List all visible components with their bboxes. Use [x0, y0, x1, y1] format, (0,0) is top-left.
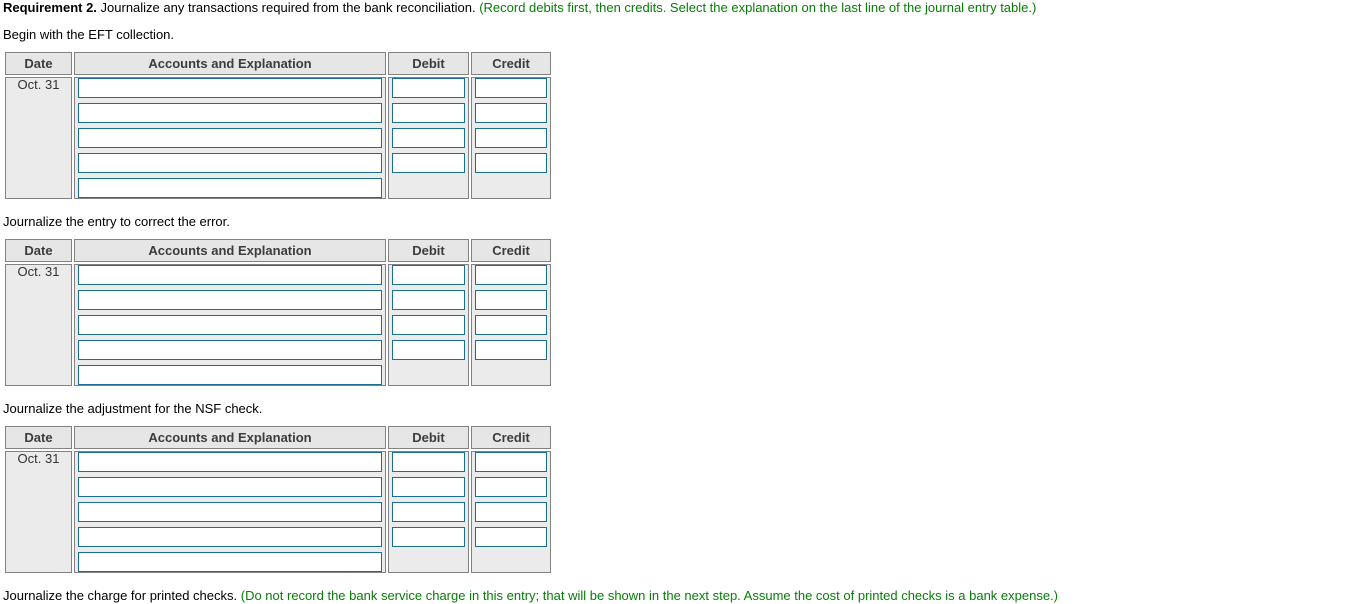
explanation-select[interactable] — [78, 178, 382, 198]
credit-input[interactable] — [475, 78, 547, 98]
debit-input[interactable] — [392, 502, 465, 522]
journal-body-row: Oct. 31 — [5, 264, 551, 386]
explanation-input[interactable] — [78, 103, 382, 123]
debit-input[interactable] — [392, 452, 465, 472]
date-cell: Oct. 31 — [5, 77, 72, 199]
col-header-accounts: Accounts and Explanation — [74, 239, 386, 262]
col-header-date: Date — [5, 52, 72, 75]
requirement-line: Requirement 2. Journalize any transactio… — [3, 1, 1354, 14]
credit-input[interactable] — [475, 103, 547, 123]
explanation-input[interactable] — [78, 265, 382, 285]
requirement-hint: (Record debits first, then credits. Sele… — [479, 0, 1037, 15]
col-header-accounts: Accounts and Explanation — [74, 426, 386, 449]
explanation-select[interactable] — [78, 365, 382, 385]
credit-input[interactable] — [475, 502, 547, 522]
instruction-nsf: Journalize the adjustment for the NSF ch… — [3, 401, 263, 416]
journal-header-row: Date Accounts and Explanation Debit Cred… — [5, 52, 551, 75]
debit-input[interactable] — [392, 477, 465, 497]
credit-input[interactable] — [475, 477, 547, 497]
requirement-text: Journalize any transactions required fro… — [96, 0, 480, 15]
debit-input[interactable] — [392, 315, 465, 335]
explanation-input[interactable] — [78, 452, 382, 472]
explanation-input[interactable] — [78, 502, 382, 522]
date-cell: Oct. 31 — [5, 451, 72, 573]
col-header-credit: Credit — [471, 52, 551, 75]
credit-input[interactable] — [475, 290, 547, 310]
accounts-cell — [74, 264, 386, 386]
instruction-eft: Begin with the EFT collection. — [3, 27, 175, 42]
explanation-input[interactable] — [78, 290, 382, 310]
accounts-cell — [74, 77, 386, 199]
journal-body-row: Oct. 31 — [5, 451, 551, 573]
debit-input[interactable] — [392, 527, 465, 547]
credit-cell — [471, 451, 551, 573]
instruction-error: Journalize the entry to correct the erro… — [3, 214, 230, 229]
journal-table-nsf: Date Accounts and Explanation Debit Cred… — [3, 424, 553, 575]
credit-input[interactable] — [475, 265, 547, 285]
explanation-input[interactable] — [78, 128, 382, 148]
col-header-date: Date — [5, 239, 72, 262]
credit-input[interactable] — [475, 153, 547, 173]
credit-cell — [471, 77, 551, 199]
col-header-debit: Debit — [388, 52, 469, 75]
date-value: Oct. 31 — [17, 451, 60, 466]
credit-input[interactable] — [475, 128, 547, 148]
date-value: Oct. 31 — [17, 264, 60, 279]
col-header-date: Date — [5, 426, 72, 449]
col-header-debit: Debit — [388, 426, 469, 449]
date-value: Oct. 31 — [17, 77, 60, 92]
accounts-cell — [74, 451, 386, 573]
debit-cell — [388, 264, 469, 386]
credit-input[interactable] — [475, 527, 547, 547]
explanation-input[interactable] — [78, 340, 382, 360]
col-header-credit: Credit — [471, 426, 551, 449]
debit-input[interactable] — [392, 290, 465, 310]
journal-body-row: Oct. 31 — [5, 77, 551, 199]
explanation-input[interactable] — [78, 315, 382, 335]
explanation-input[interactable] — [78, 153, 382, 173]
credit-cell — [471, 264, 551, 386]
debit-input[interactable] — [392, 78, 465, 98]
col-header-accounts: Accounts and Explanation — [74, 52, 386, 75]
explanation-input[interactable] — [78, 477, 382, 497]
debit-input[interactable] — [392, 103, 465, 123]
col-header-debit: Debit — [388, 239, 469, 262]
explanation-input[interactable] — [78, 78, 382, 98]
debit-input[interactable] — [392, 265, 465, 285]
journal-header-row: Date Accounts and Explanation Debit Cred… — [5, 426, 551, 449]
journal-table-error: Date Accounts and Explanation Debit Cred… — [3, 237, 553, 388]
explanation-input[interactable] — [78, 527, 382, 547]
credit-input[interactable] — [475, 452, 547, 472]
clipped-instruction-text: Journalize the charge for printed checks… — [3, 588, 241, 603]
credit-input[interactable] — [475, 340, 547, 360]
debit-cell — [388, 451, 469, 573]
credit-input[interactable] — [475, 315, 547, 335]
debit-input[interactable] — [392, 128, 465, 148]
clipped-next-instruction: Journalize the charge for printed checks… — [3, 589, 1354, 602]
explanation-select[interactable] — [78, 552, 382, 572]
debit-input[interactable] — [392, 340, 465, 360]
debit-cell — [388, 77, 469, 199]
journal-table-eft: Date Accounts and Explanation Debit Cred… — [3, 50, 553, 201]
requirement-label: Requirement 2. — [3, 0, 97, 15]
date-cell: Oct. 31 — [5, 264, 72, 386]
debit-input[interactable] — [392, 153, 465, 173]
clipped-instruction-hint: (Do not record the bank service charge i… — [240, 588, 1059, 603]
col-header-credit: Credit — [471, 239, 551, 262]
journal-header-row: Date Accounts and Explanation Debit Cred… — [5, 239, 551, 262]
